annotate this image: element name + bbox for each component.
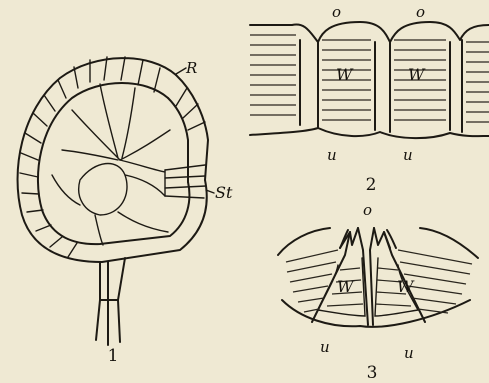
cell-walls (300, 40, 462, 132)
label-st: St (215, 183, 233, 202)
top-contour (250, 22, 489, 42)
annulus-inner (38, 83, 189, 244)
figure-2-annulus-section: o o W W u u 2 (250, 3, 489, 195)
interior-cells (52, 84, 170, 245)
figure-3-contracted-section: o W W u u 3 (278, 201, 478, 383)
label-o-2: o (416, 3, 425, 21)
figure-number-2: 2 (366, 175, 377, 195)
figure-1-sporangium: R St 1 (18, 57, 233, 366)
annulus-outer (18, 58, 207, 262)
label-o-1: o (332, 3, 341, 21)
label-u-2: u (403, 146, 413, 164)
bottom-contour (250, 128, 489, 138)
figure-number-1: 1 (108, 346, 119, 366)
label-w-1: W (336, 65, 354, 84)
label-o-3: o (363, 201, 372, 219)
stalk (96, 258, 125, 345)
hatching-2 (250, 35, 489, 122)
hatching-3 (286, 250, 472, 313)
pointer-r (176, 68, 186, 74)
label-u-3b: u (404, 344, 414, 362)
label-w-3b: W (397, 277, 415, 296)
label-w-3a: W (337, 277, 355, 296)
stomium (165, 165, 206, 198)
label-u-1: u (327, 146, 337, 164)
annulus-cells (20, 57, 160, 257)
label-u-3a: u (320, 338, 330, 356)
label-w-2: W (408, 65, 426, 84)
label-r: R (185, 59, 197, 77)
figure-number-3: 3 (367, 363, 378, 383)
